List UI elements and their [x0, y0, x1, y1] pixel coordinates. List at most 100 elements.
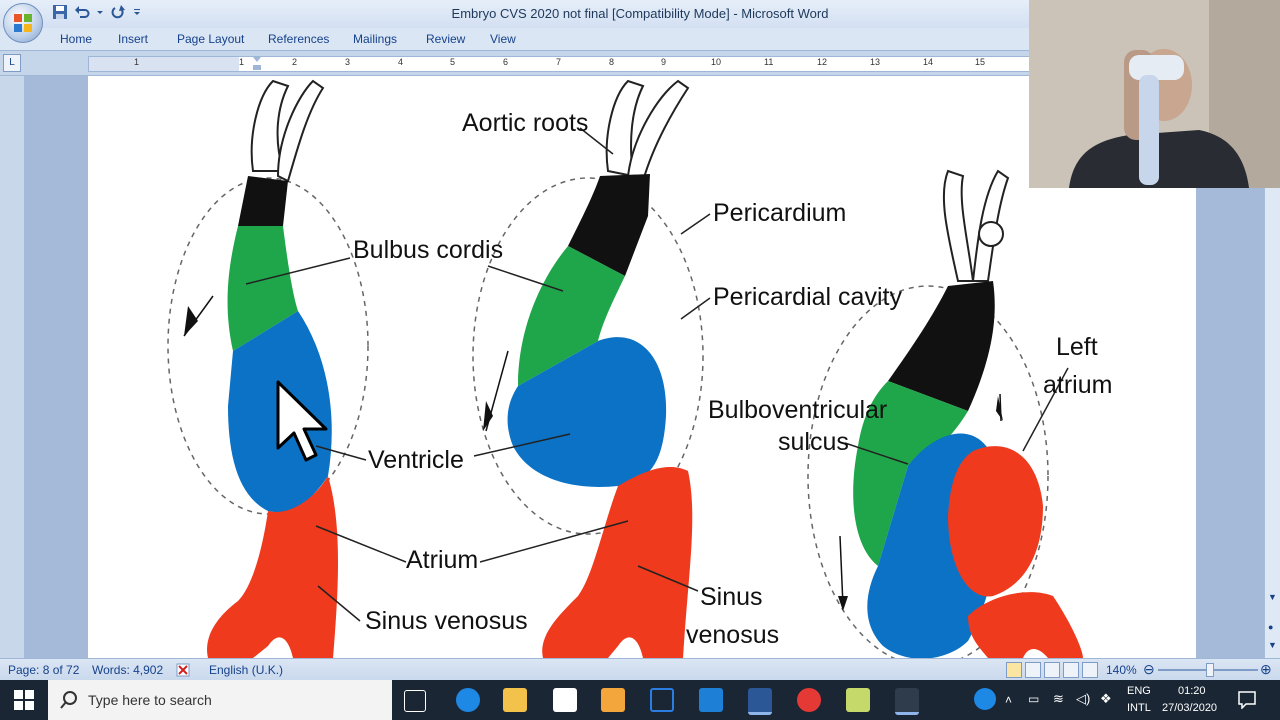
zoom-in-icon[interactable]: ⊕ [1260, 661, 1272, 677]
tab-home[interactable]: Home [60, 32, 93, 46]
ruler-number: 6 [503, 57, 509, 67]
ruler-number: 14 [923, 57, 934, 67]
page-count[interactable]: Page: 8 of 72 [8, 663, 80, 677]
ruler-number: 9 [661, 57, 667, 67]
web-layout-icon[interactable] [1044, 662, 1060, 678]
task-view-icon[interactable] [404, 690, 426, 712]
chrome-icon[interactable] [797, 688, 821, 712]
full-screen-reading-icon[interactable] [1025, 662, 1041, 678]
mouse-cursor-icon [276, 380, 328, 462]
tab-selector[interactable]: L [3, 54, 21, 72]
search-placeholder: Type here to search [88, 692, 212, 708]
zoom-out-icon[interactable]: ⊖ [1143, 661, 1155, 677]
file-explorer-icon[interactable] [503, 688, 527, 712]
leader-lines [245, 127, 1069, 622]
taskbar-search-box[interactable]: Type here to search [48, 680, 392, 720]
zoom-level[interactable]: 140% [1106, 663, 1137, 677]
edge-browser-icon[interactable] [456, 688, 480, 712]
bulbus-black-2 [568, 174, 650, 276]
ruler-number: 12 [817, 57, 828, 67]
tab-review[interactable]: Review [426, 32, 466, 46]
label-sinus-venosus: Sinus venosus [365, 607, 528, 635]
word-app-icon[interactable] [748, 688, 772, 715]
ruler-number: 8 [609, 57, 615, 67]
ruler-number: 1 [134, 57, 140, 67]
amazon-icon[interactable] [553, 688, 577, 712]
camera-app-icon[interactable] [895, 688, 919, 715]
next-page-icon[interactable]: ▼ [1268, 640, 1277, 650]
label-left: Left [1056, 333, 1098, 361]
help-icon[interactable] [974, 688, 996, 710]
battery-icon[interactable]: ▭ [1028, 692, 1040, 706]
indent-marker-icon[interactable] [252, 57, 262, 71]
action-center-icon[interactable] [1238, 691, 1256, 709]
mail-icon[interactable] [699, 688, 723, 712]
tab-mailings[interactable]: Mailings [353, 32, 398, 46]
bulbus-green-3 [853, 381, 968, 566]
keyboard-layout[interactable]: INTL [1127, 702, 1151, 714]
bulbus-black-3 [888, 281, 995, 411]
ruler-number: 5 [450, 57, 456, 67]
status-bar: Page: 8 of 72 Words: 4,902 English (U.K.… [0, 658, 1280, 681]
label-atrium: Atrium [406, 546, 479, 574]
ruler-number: 2 [292, 57, 298, 67]
label-atrium-right: atrium [1043, 371, 1113, 399]
heart-stage-2 [483, 79, 693, 658]
heart-tube-figure [167, 79, 1083, 658]
office-button[interactable] [3, 3, 43, 43]
tab-insert[interactable]: Insert [118, 32, 149, 46]
word-count[interactable]: Words: 4,902 [92, 663, 164, 677]
volume-icon[interactable]: ◁) [1076, 691, 1091, 706]
outline-view-icon[interactable] [1063, 662, 1079, 678]
pericardium-outline-3 [807, 285, 1049, 658]
language-indicator[interactable]: English (U.K.) [209, 663, 284, 677]
sinus-red-3 [968, 592, 1083, 658]
quick-access-toolbar [52, 4, 142, 20]
tray-chevron-up-icon[interactable]: ˄ [1005, 693, 1013, 707]
horizontal-ruler[interactable]: 1 1 2 3 4 5 6 7 8 9 10 11 12 13 14 15 [88, 56, 1030, 72]
dropbox-icon[interactable]: ❖ [1100, 691, 1112, 706]
vertical-scrollbar[interactable]: ▼ ● ▼ [1264, 188, 1280, 658]
windows-start-icon[interactable] [14, 690, 34, 710]
ruler-number: 11 [764, 57, 774, 67]
wifi-icon[interactable]: ≋ [1053, 691, 1064, 706]
tab-page-layout[interactable]: Page Layout [177, 32, 245, 46]
save-icon[interactable] [52, 4, 68, 20]
zoom-slider[interactable] [1158, 663, 1258, 677]
office-logo-icon [14, 14, 32, 32]
zoom-slider-thumb[interactable] [1206, 663, 1214, 677]
notes-app-icon[interactable] [846, 688, 870, 712]
clock-date[interactable]: 27/03/2020 [1162, 702, 1218, 714]
app-lightning-icon[interactable] [650, 688, 674, 712]
chevron-down-icon[interactable] [96, 4, 104, 20]
ruler-number: 4 [398, 57, 404, 67]
window-title: Embryo CVS 2020 not final [Compatibility… [451, 6, 829, 21]
windows-taskbar: Type here to search ˄ ▭ ≋ ◁) ❖ ENG INTL … [0, 680, 1280, 720]
ventricle-blue-2 [507, 337, 667, 487]
document-page[interactable]: Aortic roots Pericardium Bulbus cordis P… [88, 76, 1196, 658]
label-sinus: Sinus [700, 583, 763, 611]
label-ventricle: Ventricle [368, 446, 464, 474]
proofing-error-icon[interactable] [176, 663, 192, 677]
redo-icon[interactable] [110, 4, 126, 20]
webcam-overlay [1029, 0, 1280, 188]
scroll-down-icon[interactable]: ▼ [1268, 592, 1277, 602]
ribbon-tabs: Home Insert Page Layout References Maili… [0, 28, 1280, 51]
atrium-red-2 [542, 466, 693, 658]
print-layout-icon[interactable] [1006, 662, 1022, 678]
customize-toolbar-icon[interactable] [132, 4, 142, 20]
label-aortic-roots: Aortic roots [462, 109, 589, 137]
tab-references[interactable]: References [268, 32, 330, 46]
undo-icon[interactable] [74, 4, 90, 20]
tab-view[interactable]: View [490, 32, 516, 46]
clock-time[interactable]: 01:20 [1178, 685, 1206, 697]
draft-view-icon[interactable] [1082, 662, 1098, 678]
left-atrium-red-3 [948, 446, 1043, 597]
ruler-number: 13 [870, 57, 881, 67]
label-pericardial-cavity: Pericardial cavity [713, 283, 902, 311]
select-browse-object-icon[interactable]: ● [1268, 622, 1274, 632]
input-language[interactable]: ENG [1127, 685, 1151, 697]
store-icon[interactable] [601, 688, 625, 712]
ruler-number: 1 [239, 57, 245, 67]
ruler-number: 10 [711, 57, 722, 67]
